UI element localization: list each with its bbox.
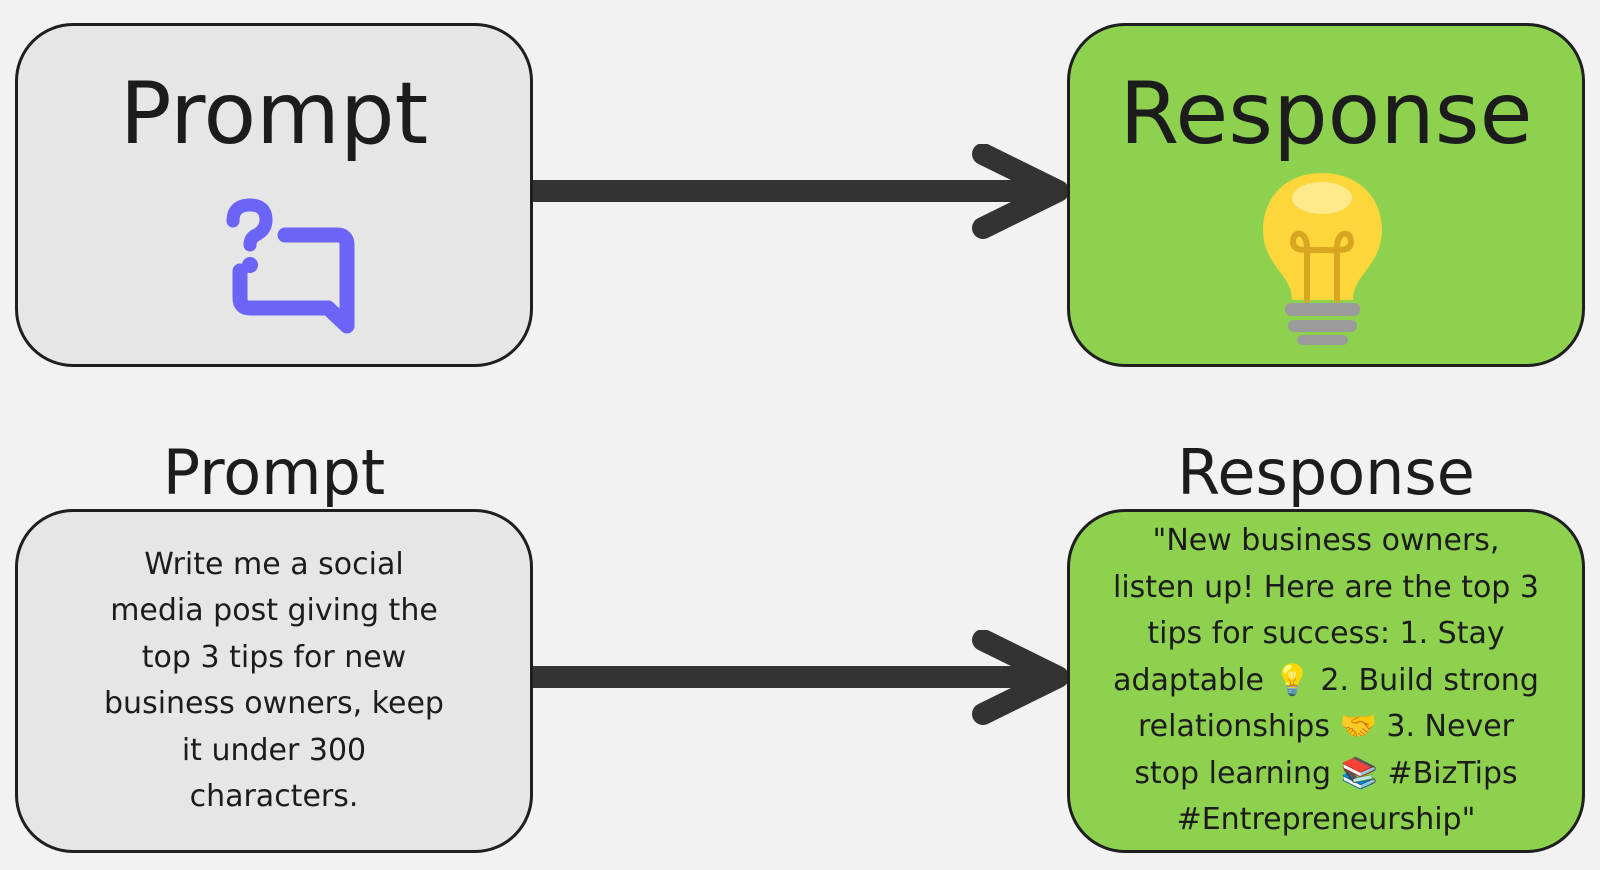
bottom-arrow	[533, 630, 1069, 725]
top-prompt-title: Prompt	[119, 64, 429, 164]
top-prompt-box: Prompt	[15, 23, 533, 367]
bottom-prompt-label: Prompt	[162, 436, 386, 509]
bottom-response-label: Response	[1177, 436, 1475, 509]
top-arrow	[533, 144, 1069, 239]
bottom-prompt-box: Write me a social media post giving the …	[15, 509, 533, 853]
bottom-response-box: "New business owners, listen up! Here ar…	[1067, 509, 1585, 853]
response-text: "New business owners, listen up! Here ar…	[1113, 523, 1539, 838]
lightbulb-icon	[1263, 173, 1382, 345]
question-chat-icon	[226, 198, 355, 334]
top-response-box: Response	[1067, 23, 1585, 367]
prompt-text: Write me a social media post giving the …	[104, 546, 444, 815]
top-response-title: Response	[1119, 64, 1533, 164]
